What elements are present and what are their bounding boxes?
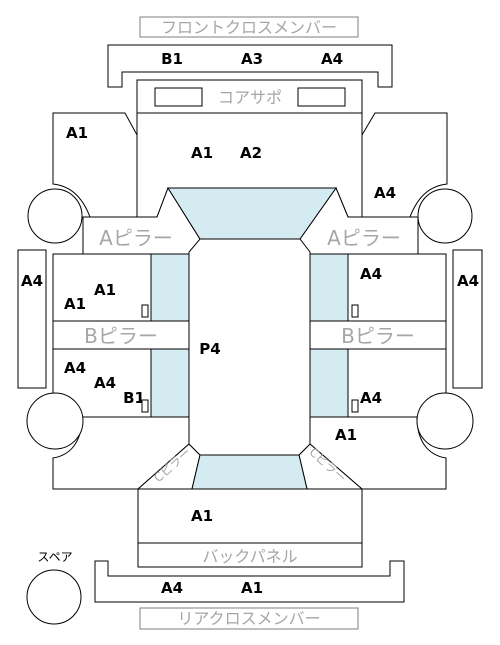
rear-window-left bbox=[150, 348, 190, 418]
rear-door-left-code-lower: A4 bbox=[94, 374, 116, 392]
front-door-left bbox=[52, 253, 152, 322]
headlight-right bbox=[297, 87, 346, 107]
rear-cross-member-label: リアクロスメンバー bbox=[177, 609, 320, 628]
front-fender-left bbox=[52, 112, 138, 218]
trunk-lid bbox=[137, 488, 363, 544]
front-bumper-outline bbox=[107, 44, 393, 88]
a-pillar-left-label: Aピラー bbox=[99, 226, 173, 250]
rear-glass bbox=[191, 454, 308, 490]
front-cross-member-label: フロントクロスメンバー bbox=[161, 18, 337, 37]
rear-window-right bbox=[309, 348, 349, 418]
roof-code: P4 bbox=[199, 340, 220, 358]
front-door-right-code: A4 bbox=[360, 265, 382, 283]
front-door-left-handle bbox=[141, 304, 149, 318]
rear-tire-right bbox=[416, 392, 474, 450]
b-pillar-right-label: Bピラー bbox=[341, 324, 415, 348]
rear-door-left-code-upper: A4 bbox=[64, 359, 86, 377]
front-tire-left bbox=[27, 188, 83, 244]
back-panel bbox=[137, 542, 363, 568]
rear-door-right-code: A4 bbox=[360, 389, 382, 407]
spare-tire bbox=[26, 569, 82, 625]
front-bumper-code-a3: A3 bbox=[241, 50, 263, 68]
back-panel-label: バックパネル bbox=[202, 547, 297, 566]
front-fender-right-code: A4 bbox=[374, 184, 396, 202]
rear-door-right-handle bbox=[351, 399, 359, 413]
front-fender-right bbox=[361, 112, 448, 218]
core-support-label: コアサポ bbox=[218, 88, 282, 107]
front-cross-member-bar bbox=[139, 16, 359, 38]
rear-cross-member-bar bbox=[139, 607, 359, 630]
side-molding-left-code: A4 bbox=[21, 272, 43, 290]
front-window-right bbox=[309, 253, 349, 322]
side-molding-right bbox=[452, 249, 483, 389]
rear-door-left-handle bbox=[141, 399, 149, 413]
rear-tire-left bbox=[26, 392, 84, 450]
rear-bumper-outline bbox=[94, 560, 405, 603]
rear-bumper-code-a4: A4 bbox=[161, 579, 183, 597]
front-door-right-handle bbox=[351, 304, 359, 318]
spare-tire-label: スペア bbox=[37, 550, 72, 564]
front-fender-left-code: A1 bbox=[66, 124, 88, 142]
front-bumper-code-a4: A4 bbox=[321, 50, 343, 68]
rear-bumper-code-a1: A1 bbox=[241, 579, 263, 597]
front-window-left bbox=[150, 253, 190, 322]
b-pillar-left-label: Bピラー bbox=[84, 324, 158, 348]
side-molding-left bbox=[17, 249, 47, 389]
front-door-left-code-upper: A1 bbox=[94, 281, 116, 299]
hood-code-a2: A2 bbox=[240, 144, 262, 162]
front-tire-right bbox=[417, 188, 473, 244]
side-molding-right-code: A4 bbox=[457, 272, 479, 290]
hood-code-a1: A1 bbox=[191, 144, 213, 162]
front-door-left-code-lower: A1 bbox=[64, 295, 86, 313]
front-bumper-code-b1: B1 bbox=[161, 50, 183, 68]
rear-quarter-right-code: A1 bbox=[335, 426, 357, 444]
trunk-lid-code: A1 bbox=[191, 507, 213, 525]
a-pillar-right-label: Aピラー bbox=[327, 226, 401, 250]
headlight-left bbox=[154, 87, 203, 107]
rear-door-left-code-b1: B1 bbox=[123, 389, 145, 407]
front-door-right bbox=[347, 253, 447, 322]
